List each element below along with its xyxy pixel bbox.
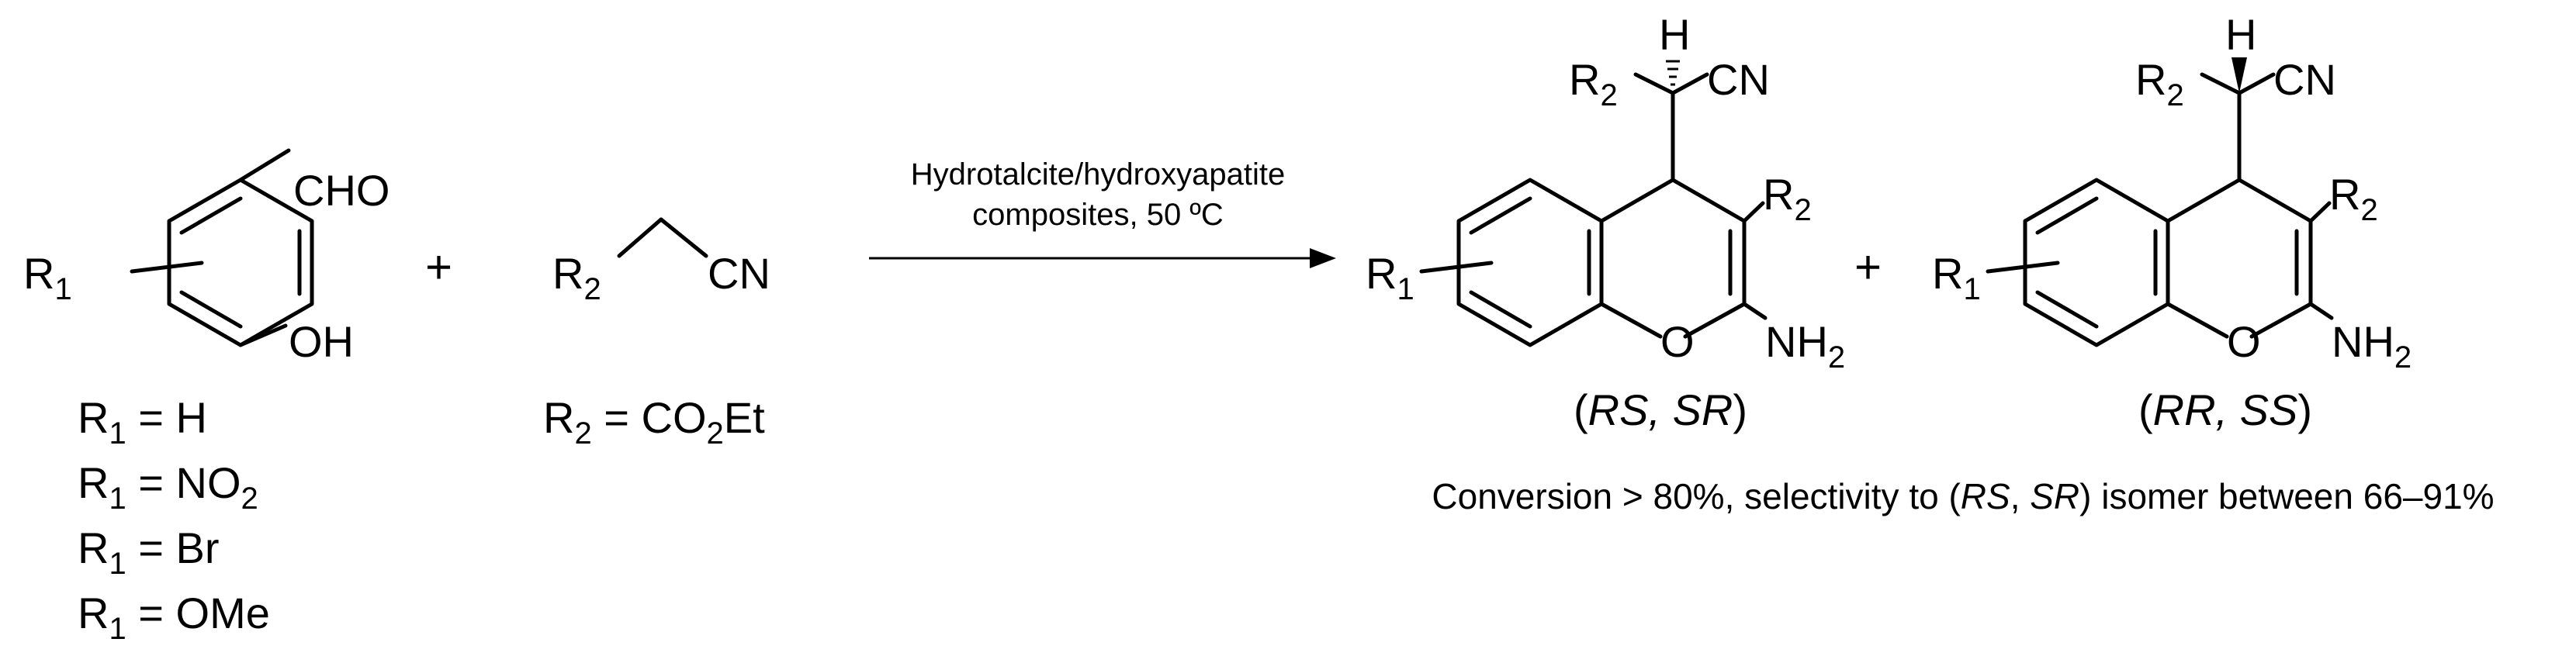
r1-substituent-3: R1 = Br <box>78 523 220 581</box>
plus-sign-2: + <box>1854 241 1882 293</box>
side-r2-label: R2 <box>1569 55 1618 112</box>
conditions-line-2: composites, 50 ºC <box>972 198 1224 232</box>
aldehyde-label: CHO <box>293 166 390 215</box>
r1-label: R1 <box>1932 249 1981 306</box>
hashed-wedge-h <box>1666 60 1680 86</box>
side-r2-label: R2 <box>2135 55 2184 112</box>
hydrogen-label: H <box>1659 10 1690 59</box>
stereo-label-rr-ss: (RR, SS) <box>2138 385 2312 434</box>
ring-r2-label: R2 <box>1763 170 1812 227</box>
product-rr-ss-structure: H R2 CN R2 R1 O NH2 <box>1932 10 2412 375</box>
r2-label: R2 <box>552 249 601 306</box>
chromene-bonds <box>1986 72 2334 347</box>
hydrogen-label: H <box>2225 10 2256 59</box>
amine-label: NH2 <box>1765 317 1845 375</box>
r1-substituent-list: R1 = H R1 = NO2 R1 = Br R1 = OMe <box>78 393 270 646</box>
product-rs-sr-structure: H R2 CN R2 R1 O NH2 <box>1366 10 1845 375</box>
cyanoacetate-structure: R2 CN <box>552 217 770 306</box>
nitrile-label: CN <box>708 249 770 298</box>
plus-sign-1: + <box>425 241 452 293</box>
r1-substituent-2: R1 = NO2 <box>78 458 258 516</box>
ring-oxygen-label: O <box>1660 317 1695 366</box>
result-note: Conversion > 80%, selectivity to (RS, SR… <box>1432 476 2494 516</box>
salicylaldehyde-structure: CHO OH R1 <box>23 148 390 366</box>
solid-wedge-h <box>2231 57 2247 93</box>
ring-r2-label: R2 <box>2329 170 2378 227</box>
reaction-arrow: Hydrotalcite/hydroxyapatite composites, … <box>869 157 1336 268</box>
r1-label: R1 <box>1366 249 1414 306</box>
hydroxyl-label: OH <box>289 317 354 366</box>
amine-label: NH2 <box>2332 317 2412 375</box>
r1-substituent-1: R1 = H <box>78 393 207 451</box>
benzene-ring-bonds <box>130 148 314 347</box>
r1-label: R1 <box>23 249 72 306</box>
ring-oxygen-label: O <box>2227 317 2261 366</box>
chromene-bonds <box>1419 72 1768 347</box>
stereo-label-rs-sr: (RS, SR) <box>1574 385 1747 434</box>
conditions-line-1: Hydrotalcite/hydroxyapatite <box>911 157 1285 192</box>
r2-definition: R2 = CO2Et <box>543 393 765 451</box>
side-nitrile-label: CN <box>2273 55 2336 104</box>
side-nitrile-label: CN <box>1707 55 1770 104</box>
r1-substituent-4: R1 = OMe <box>78 589 270 646</box>
